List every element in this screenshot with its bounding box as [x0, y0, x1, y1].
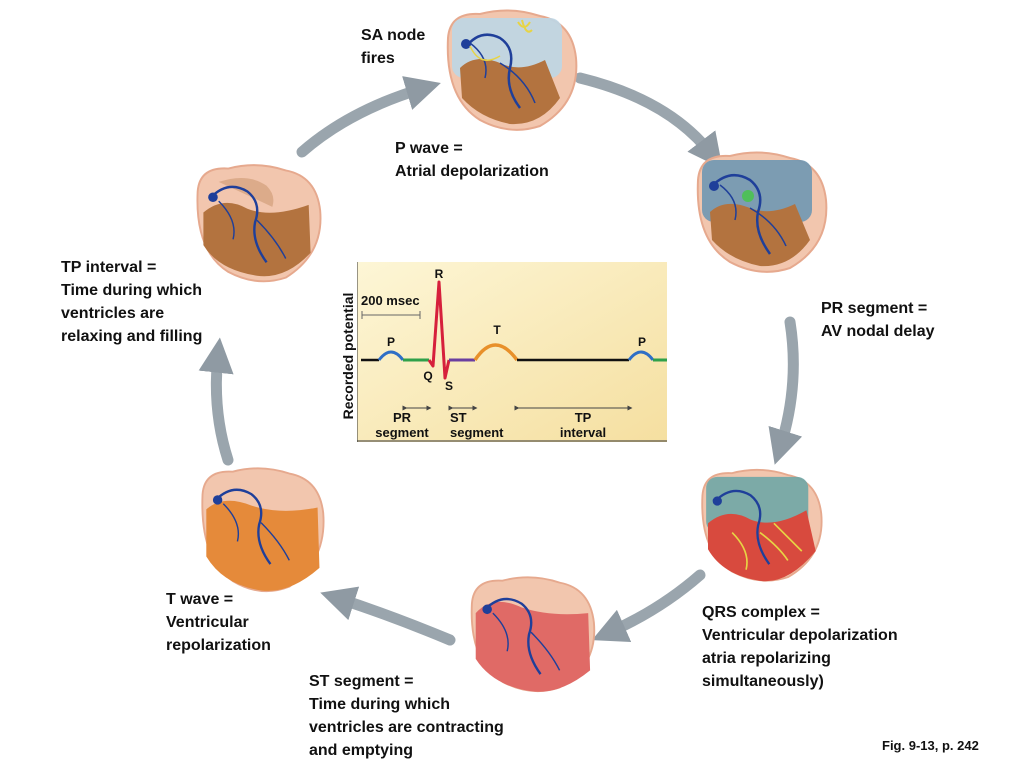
- arrow-3: [591, 569, 706, 642]
- label-qrs-complex: QRS complex = Ventricular depolarization…: [702, 604, 898, 690]
- heart-t-wave: [201, 467, 325, 593]
- figure-caption: Fig. 9-13, p. 242: [882, 738, 979, 753]
- arrow-5: [198, 337, 234, 466]
- label-st-segment: ST segment = Time during which ventricle…: [309, 673, 504, 759]
- heart-tp: [196, 164, 322, 283]
- label-sa-node: SA node fires: [361, 27, 426, 67]
- heart-qrs: [701, 468, 823, 582]
- trace-p-wave-1: [377, 350, 405, 361]
- label-tp-interval: TP interval = Time during which ventricl…: [61, 259, 203, 345]
- trace-t-wave: [473, 343, 519, 362]
- interval-label-st: ST segment: [450, 410, 504, 440]
- wave-letter-s: S: [445, 379, 453, 393]
- ecg-ylabel: Recorded potential: [340, 292, 356, 420]
- ecg-trace-box: 200 msec P R Q S T P: [357, 262, 667, 442]
- heart-st: [470, 576, 596, 693]
- label-t-wave: T wave = Ventricular repolarization: [166, 591, 271, 654]
- arrow-4: [320, 586, 456, 646]
- wave-letter-q: Q: [423, 369, 432, 383]
- interval-label-pr: PR segment: [375, 410, 429, 440]
- label-p-wave: P wave = Atrial depolarization: [395, 140, 549, 180]
- arrow-2: [768, 316, 803, 465]
- trace-p-wave-2: [627, 350, 655, 361]
- scale-bar-label: 200 msec: [361, 293, 420, 308]
- interval-label-tp: TP interval: [559, 410, 607, 440]
- wave-letter-t: T: [493, 323, 501, 337]
- arrow-6: [296, 76, 441, 158]
- wave-letter-r: R: [435, 267, 444, 281]
- heart-sa-node: [446, 9, 578, 131]
- wave-letter-p-2: P: [638, 335, 646, 349]
- trace-qrs: [427, 280, 451, 380]
- heart-av-delay: [696, 151, 828, 273]
- wave-letter-p-1: P: [387, 335, 395, 349]
- arrow-1: [574, 72, 723, 169]
- label-pr-segment: PR segment = AV nodal delay: [821, 300, 935, 340]
